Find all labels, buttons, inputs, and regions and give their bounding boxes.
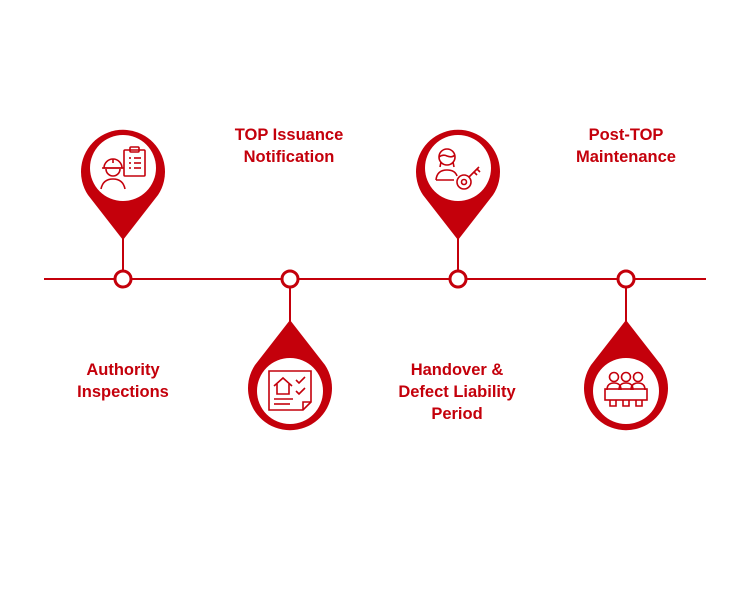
label-line: Authority — [86, 361, 160, 379]
pin-post-top — [584, 269, 668, 431]
label-line: Notification — [243, 148, 335, 166]
step-label-handover: Handover & Defect Liability Period — [367, 359, 547, 425]
person-key-icon — [435, 148, 481, 190]
step-label-authority-inspections: Authority Inspections — [33, 359, 213, 403]
label-line: Maintenance — [576, 148, 676, 166]
label-line: Handover & — [410, 361, 504, 379]
timeline-node-1 — [113, 269, 133, 289]
timeline-node-3 — [448, 269, 468, 289]
timeline-node-2 — [280, 269, 300, 289]
pin-handover — [416, 129, 500, 289]
timeline-node-4 — [616, 269, 636, 289]
label-line: Post-TOP — [588, 126, 664, 144]
label-line: Period — [431, 405, 483, 423]
step-label-top-issuance: TOP Issuance Notification — [199, 124, 379, 168]
pin-top-issuance — [248, 269, 333, 431]
pin-authority-inspections — [81, 129, 166, 289]
label-line: Inspections — [77, 383, 169, 401]
engineer-checklist-icon — [100, 146, 146, 190]
label-line: Defect Liability — [398, 383, 516, 401]
house-document-checklist-icon — [268, 370, 312, 411]
step-label-post-top: Post-TOP Maintenance — [536, 124, 716, 168]
team-meeting-icon — [604, 371, 648, 407]
label-line: TOP Issuance — [234, 126, 344, 144]
